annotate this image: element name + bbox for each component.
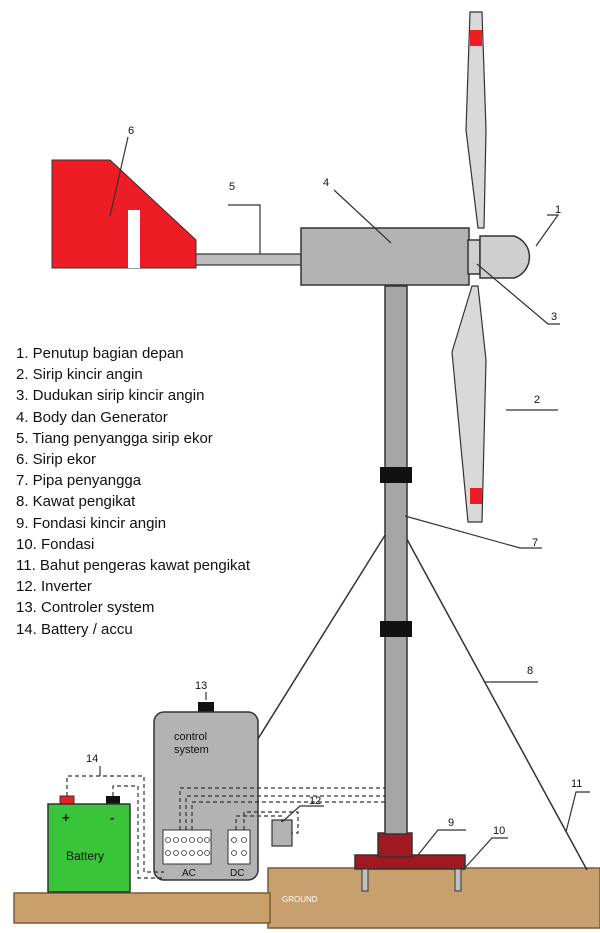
inverter-box: [271, 819, 293, 847]
callout-6: 6: [128, 125, 134, 137]
anchor-bolt-right: [454, 868, 462, 892]
ac-terminal-screws: [165, 837, 247, 856]
dc-label: DC: [230, 868, 244, 879]
pole-clamp-upper: [380, 467, 412, 483]
blade-upper-tip: [470, 30, 482, 46]
tail-boom: [193, 253, 303, 266]
guy-wire-left: [245, 531, 388, 759]
leader-lines: [99, 136, 590, 871]
legend-item: 1. Penutup bagian depan: [16, 345, 184, 362]
callout-9: 9: [448, 817, 454, 829]
controller-knob: [198, 702, 214, 714]
legend-item: 12. Inverter: [16, 578, 92, 596]
battery-minus: -: [110, 810, 114, 825]
legend-item: 4. Body dan Generator: [16, 408, 168, 426]
battery-plus: +: [62, 810, 70, 825]
dc-terminal: [227, 829, 251, 865]
ac-terminal: [162, 829, 212, 865]
callout-5: 5: [229, 181, 235, 193]
callout-12: 12: [309, 795, 321, 807]
control-text-1: control: [174, 731, 207, 743]
legend-item: 13. Controler system: [16, 599, 155, 617]
legend-item: 2. Sirip kincir angin: [16, 366, 143, 384]
blade-upper: [465, 11, 487, 229]
callout-1: 1: [555, 204, 561, 216]
guy-wire-right: [402, 531, 588, 871]
battery-body: [47, 803, 131, 893]
nacelle-body: [300, 227, 470, 286]
battery-label: Battery: [66, 849, 104, 863]
foundation-block: [377, 832, 413, 858]
parts-legend: 1. Penutup bagian depan 2. Sirip kincir …: [16, 343, 250, 640]
blade-lower: [451, 285, 487, 523]
ac-label: AC: [182, 868, 196, 879]
callout-8: 8: [527, 665, 533, 677]
callout-4: 4: [323, 177, 329, 189]
anchor-bolt-left: [361, 868, 369, 892]
legend-item: 3. Dudukan sirip kincir angin: [16, 387, 205, 405]
callout-13: 13: [195, 680, 207, 692]
callout-numbers: 1 2 3 4 5 6 7 8 9 10 11 12 13 14: [86, 125, 582, 837]
wiring: [66, 775, 386, 879]
legend-item: 14. Battery / accu: [16, 620, 133, 638]
base-board: [13, 892, 271, 924]
callout-7: 7: [532, 537, 538, 549]
nose-cone: [479, 235, 531, 279]
callout-3: 3: [551, 311, 557, 323]
legend-item: 8. Kawat pengikat: [16, 493, 136, 511]
battery-terminal-negative: [106, 796, 120, 805]
callout-2: 2: [534, 394, 540, 406]
legend-item: 10. Fondasi: [16, 535, 95, 553]
blade-mount: [467, 239, 481, 275]
tail-fin-stripe: [128, 210, 140, 268]
tail-fin: [51, 159, 197, 269]
legend-item: 9. Fondasi kincir angin: [16, 514, 167, 532]
blade-lower-tip: [470, 488, 482, 504]
support-pole: [384, 285, 408, 835]
callout-10: 10: [493, 825, 505, 837]
callout-11: 11: [571, 778, 582, 790]
legend-item: 11. Bahut pengeras kawat pengikat: [16, 557, 251, 575]
control-text-2: system: [174, 744, 209, 756]
legend-item: 5. Tiang penyangga sirip ekor: [16, 429, 213, 447]
pole-clamp-lower: [380, 621, 412, 637]
legend-item: 6. Sirip ekor: [16, 451, 97, 469]
legend-item: 7. Pipa penyangga: [16, 472, 142, 490]
ground-slab: [267, 867, 600, 929]
ground-label: GROUND: [282, 895, 318, 904]
callout-14: 14: [86, 753, 98, 765]
